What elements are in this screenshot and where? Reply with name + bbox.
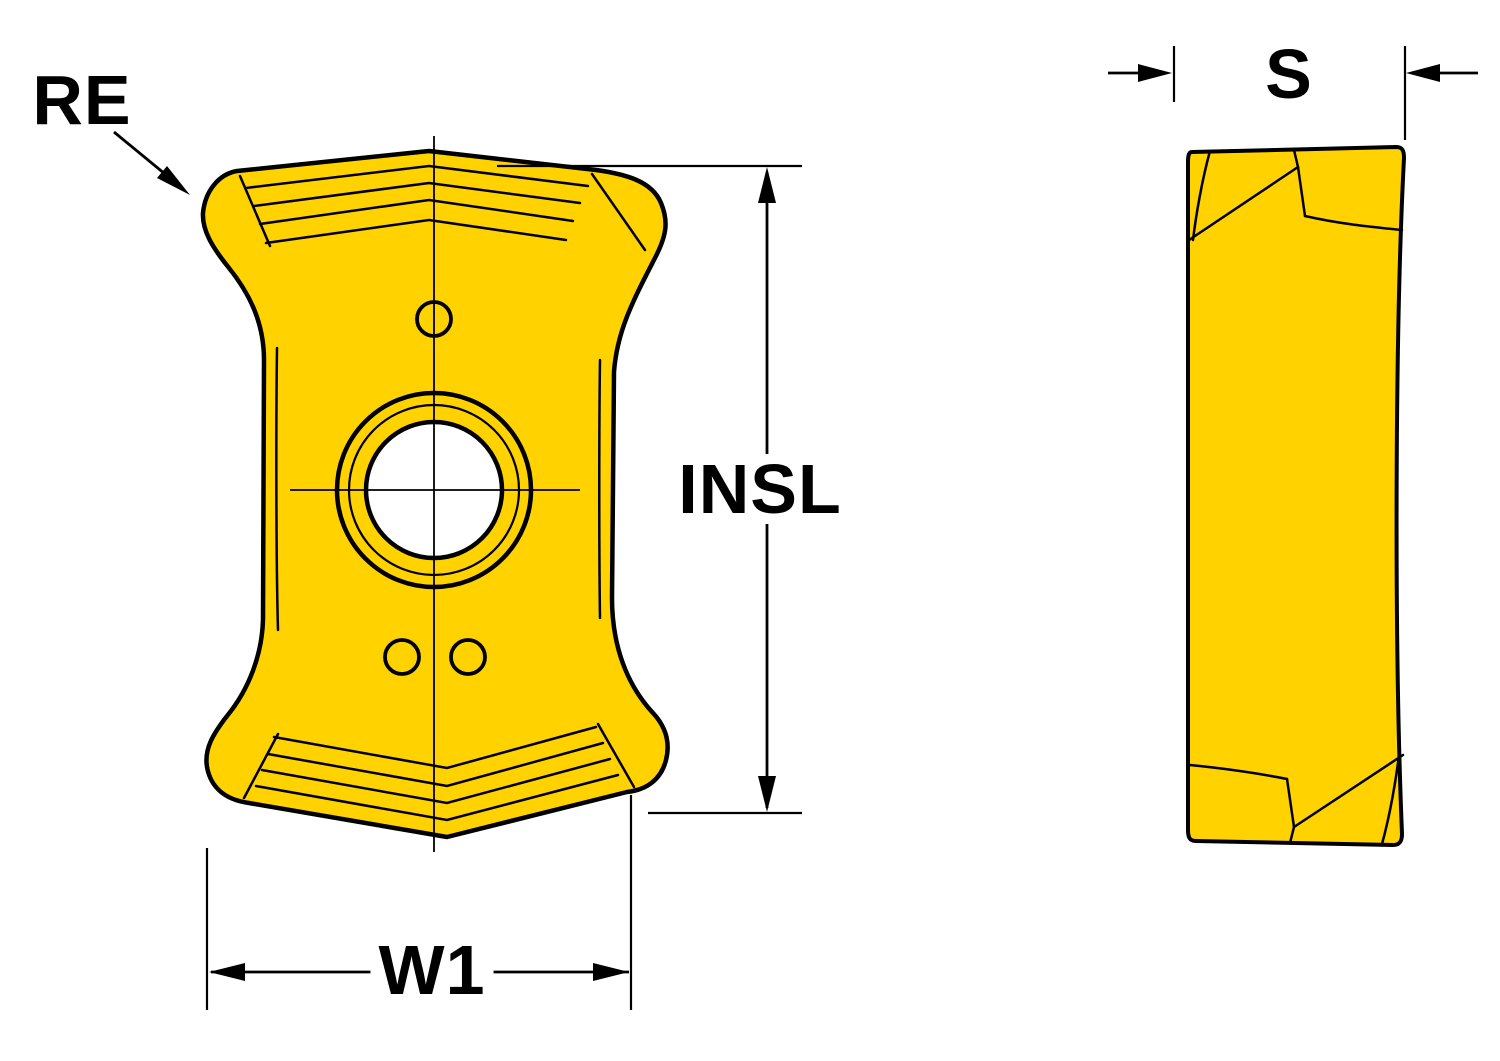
side-top-facet-1	[1187, 165, 1300, 242]
front-top-right-chamfer-line	[590, 172, 647, 252]
side-bottom-facet-4	[1288, 825, 1296, 845]
insert-length-label: INSL	[670, 454, 850, 524]
front-bottom-facet-1	[254, 773, 620, 822]
s-arrowhead-left	[1138, 64, 1172, 82]
re-leader-line	[113, 130, 166, 176]
side-top-facet-3	[1303, 214, 1404, 232]
side-top-facet-5	[1191, 149, 1212, 242]
re-leader	[113, 130, 190, 195]
insl-arrow-up	[758, 167, 776, 203]
front-left-inner-line	[275, 346, 280, 632]
front-top-left-chamfer-line	[238, 174, 272, 248]
side-outline	[1186, 145, 1406, 847]
side-top-facet-4	[1292, 148, 1300, 169]
s-dimension	[1108, 46, 1478, 140]
front-bottom-facet-2	[260, 757, 612, 805]
thickness-label: S	[1265, 35, 1313, 113]
front-top-facet-4	[264, 218, 568, 245]
insert-side-view	[1186, 145, 1406, 847]
s-arrowhead-right	[1406, 64, 1440, 82]
w1-arrow-right	[593, 963, 629, 981]
front-top-facet-3	[258, 198, 575, 226]
front-top-facet-2	[252, 181, 582, 208]
w1-arrow-left	[209, 963, 245, 981]
side-bottom-facet-5	[1380, 753, 1401, 846]
front-bottom-right-chamfer-line	[596, 722, 636, 789]
front-bottom-facet-3	[266, 741, 605, 788]
corner-radius-label: RE	[32, 61, 132, 139]
side-bottom-facet-1	[1292, 753, 1405, 829]
re-leader-arrowhead	[157, 166, 190, 195]
insert-front-view	[200, 136, 670, 852]
insl-arrow-down	[758, 776, 776, 812]
side-bottom-facet-2	[1285, 777, 1296, 829]
small-hole-bottom-right	[449, 638, 487, 676]
small-hole-bottom-left	[383, 638, 421, 676]
front-right-inner-line	[598, 358, 602, 620]
front-bottom-left-chamfer-line	[242, 732, 280, 800]
side-top-facet-2	[1296, 165, 1307, 218]
front-bottom-facet-4	[272, 725, 598, 770]
width-label: W1	[370, 935, 494, 1005]
front-top-facet-1	[244, 164, 590, 190]
side-bottom-facet-3	[1188, 763, 1289, 781]
